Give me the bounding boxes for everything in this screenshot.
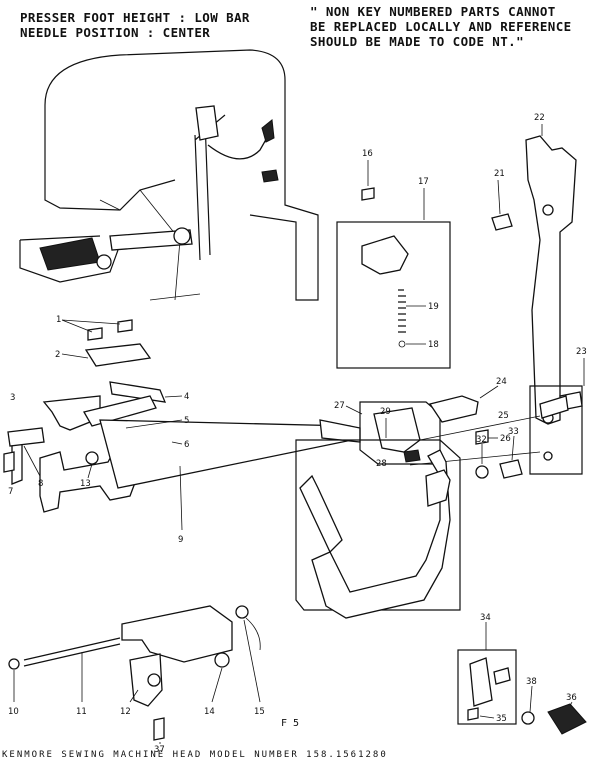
header-notes-left: PRESSER FOOT HEIGHT : LOW BAR NEEDLE POS…: [20, 10, 250, 40]
part-label-29: 29: [380, 407, 391, 417]
part-label-36: 36: [566, 693, 577, 703]
part-label-25: 25: [498, 411, 509, 421]
part-label-18: 18: [428, 340, 439, 350]
machine-head-outline: [19, 49, 319, 301]
feed-shaft-assembly: [3, 419, 361, 513]
part-label-7: 7: [8, 487, 13, 497]
part-label-15: 15: [254, 707, 265, 717]
part-label-6: 6: [184, 440, 189, 450]
lower-rock-shaft-assembly: [8, 605, 261, 741]
part-label-32: 32: [476, 435, 487, 445]
part-label-9: 9: [178, 535, 183, 545]
part-label-12: 12: [120, 707, 131, 717]
part-label-11: 11: [76, 707, 87, 717]
part-label-13: 13: [80, 479, 91, 489]
part-label-27: 27: [334, 401, 345, 411]
part-label-33: 33: [508, 427, 519, 437]
lift-bracket-group-box: [295, 439, 461, 619]
part-label-26: 26: [500, 434, 511, 444]
figure-id: F 5: [281, 718, 300, 729]
parts-note-line2: BE REPLACED LOCALLY AND REFERENCE: [310, 19, 572, 34]
knob-and-washer-36-38: [521, 703, 587, 735]
part-label-4: 4: [184, 392, 189, 402]
presser-bar-group-box: [336, 187, 451, 369]
part-label-14: 14: [204, 707, 215, 717]
part-label-21: 21: [494, 169, 505, 179]
part-number-labels: 1 2 3 4 5 6 7 8 9 10 11 12 13 14 15 16 1…: [8, 113, 587, 755]
latch-group-box: [457, 649, 517, 725]
part-label-37: 37: [154, 745, 165, 755]
presser-guide-group-box: [359, 401, 441, 465]
part-label-3: 3: [10, 393, 15, 403]
part-label-1: 1: [56, 315, 61, 325]
parts-note-line1: " NON KEY NUMBERED PARTS CANNOT: [310, 4, 556, 19]
model-number-footer: KENMORE SEWING MACHINE HEAD MODEL NUMBER…: [2, 750, 388, 760]
part-label-38: 38: [526, 677, 537, 687]
part-label-28: 28: [376, 459, 387, 469]
parts-note-line3: SHOULD BE MADE TO CODE NT.": [310, 34, 524, 49]
part-label-16: 16: [362, 149, 373, 159]
screw-and-washer-32-33: [475, 459, 523, 479]
part-label-17: 17: [418, 177, 429, 187]
thumb-screw-group-box: [529, 385, 583, 475]
part-label-19: 19: [428, 302, 439, 312]
part-label-34: 34: [480, 613, 491, 623]
part-label-22: 22: [534, 113, 545, 123]
presser-foot-height-note: PRESSER FOOT HEIGHT : LOW BAR: [20, 10, 250, 25]
part-label-24: 24: [496, 377, 507, 387]
part-label-23: 23: [576, 347, 587, 357]
needle-position-note: NEEDLE POSITION : CENTER: [20, 25, 211, 40]
connecting-pin-parts: [409, 395, 541, 466]
header-notes-right: " NON KEY NUMBERED PARTS CANNOT BE REPLA…: [310, 4, 572, 49]
part-label-8: 8: [38, 479, 43, 489]
part-label-5: 5: [184, 416, 189, 426]
part-label-35: 35: [496, 714, 507, 724]
part-label-2: 2: [55, 350, 60, 360]
part-label-10: 10: [8, 707, 19, 717]
needle-bar-mechanism: [39, 105, 279, 271]
